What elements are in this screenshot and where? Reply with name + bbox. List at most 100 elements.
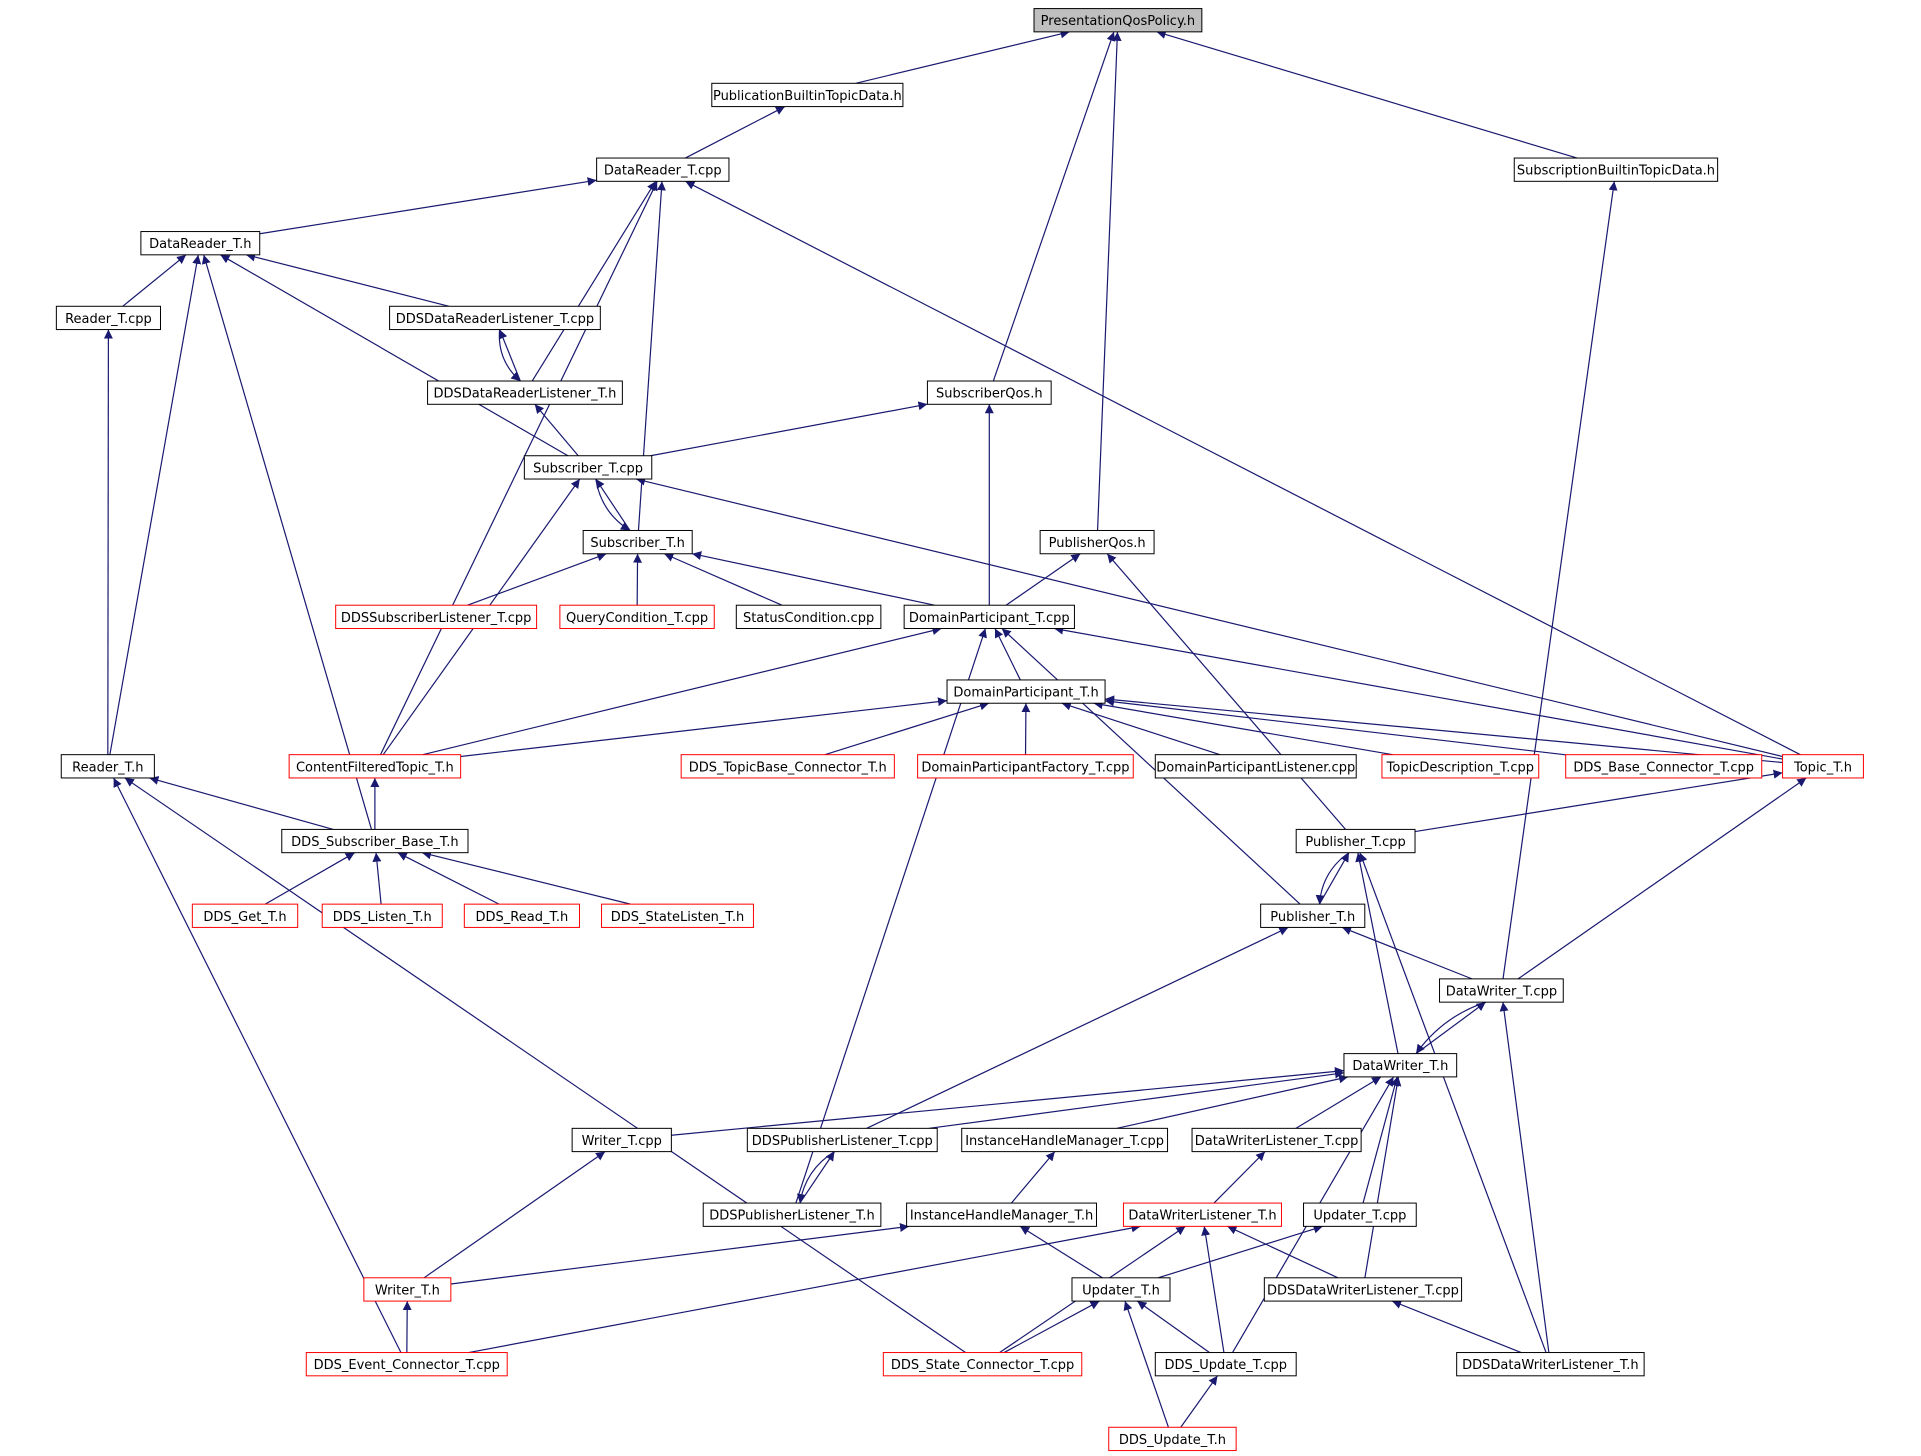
edge-pubh-to-dpcpp [1001, 628, 1301, 905]
edge-td-to-dph [1093, 700, 1393, 756]
node-label: DomainParticipant_T.h [953, 686, 1098, 701]
node-box [906, 1202, 1097, 1227]
node-ihmh[interactable]: InstanceHandleManager_T.h [906, 1202, 1097, 1227]
node-subh[interactable]: Subscriber_T.h [582, 529, 693, 555]
node-td[interactable]: TopicDescription_T.cpp [1381, 754, 1540, 779]
node-box [926, 380, 1052, 405]
node-wh[interactable]: Writer_T.h [363, 1277, 452, 1302]
node-ddrlcpp[interactable]: DDSDataReaderListener_T.cpp [389, 305, 601, 331]
node-dpl[interactable]: DomainParticipantListener.cpp [1154, 754, 1357, 779]
node-ddrlh[interactable]: DDSDataReaderListener_T.h [427, 380, 623, 405]
edge-ddssl-to-subh [467, 552, 607, 606]
edge-upcpp-to-dwlh [1201, 1226, 1225, 1353]
edge-wh-to-wcpp [423, 1151, 606, 1279]
node-box [1154, 754, 1357, 779]
node-dwlh[interactable]: DataWriterListener_T.h [1122, 1202, 1282, 1227]
node-read[interactable]: DDS_Read_T.h [463, 903, 580, 928]
node-label: Updater_T.cpp [1313, 1209, 1406, 1224]
edge-subcpp-to-ddrlh [534, 403, 579, 457]
node-pubqos[interactable]: PublisherQos.h [1039, 529, 1155, 555]
edge-ddrlcpp-to-drh [246, 252, 450, 307]
node-dplh[interactable]: DDSPublisherListener_T.h [702, 1202, 882, 1227]
node-label: DDS_StateListen_T.h [611, 910, 744, 925]
node-dwlcpp[interactable]: DataWriterListener_T.cpp [1191, 1127, 1362, 1153]
edge-dwh-to-dwcpp [1415, 1001, 1487, 1055]
node-bc[interactable]: DDS_Base_Connector_T.cpp [1565, 754, 1763, 779]
node-uph[interactable]: DDS_Update_T.h [1108, 1426, 1237, 1452]
node-dwcpp[interactable]: DataWriter_T.cpp [1439, 978, 1564, 1003]
node-label: DDS_Read_T.h [476, 910, 569, 925]
edge-uh-to-ucpp [1158, 1224, 1323, 1279]
node-label: DataReader_T.cpp [604, 164, 722, 179]
edge-cft-to-dph [460, 697, 948, 758]
node-drcpp[interactable]: DataReader_T.cpp [596, 157, 730, 182]
node-ddssl[interactable]: DDSSubscriberListener_T.cpp [335, 604, 538, 629]
edge-slisten-to-sbase [421, 850, 631, 905]
edge-dph-to-dpcpp [994, 628, 1021, 681]
node-dplcpp[interactable]: DDSPublisherListener_T.cpp [746, 1127, 938, 1153]
edge-dwcpp-to-dwh [1415, 1001, 1486, 1054]
node-topic[interactable]: Topic_T.h [1782, 754, 1864, 779]
node-box [903, 604, 1075, 629]
node-label: Updater_T.h [1082, 1283, 1160, 1298]
node-scn[interactable]: DDS_State_Connector_T.cpp [882, 1352, 1083, 1377]
node-rh[interactable]: Reader_T.h [60, 754, 155, 779]
node-upcpp[interactable]: DDS_Update_T.cpp [1154, 1352, 1297, 1377]
edge-get-to-sbase [264, 852, 355, 905]
edge-sbase-to-drh [201, 254, 373, 830]
node-box [55, 305, 161, 331]
node-box [1343, 1053, 1458, 1078]
node-slisten[interactable]: DDS_StateListen_T.h [601, 903, 754, 928]
node-box [711, 82, 904, 108]
node-rcpp[interactable]: Reader_T.cpp [55, 305, 161, 331]
node-ihmcpp[interactable]: InstanceHandleManager_T.cpp [961, 1127, 1169, 1153]
node-dph[interactable]: DomainParticipant_T.h [946, 679, 1106, 704]
node-label: DomainParticipant_T.cpp [909, 611, 1070, 626]
edge-ddwlh-to-dwcpp [1499, 1002, 1550, 1353]
node-dwh[interactable]: DataWriter_T.h [1343, 1053, 1458, 1078]
node-pubbt[interactable]: PublicationBuiltinTopicData.h [711, 82, 904, 108]
node-label: InstanceHandleManager_T.h [910, 1209, 1093, 1224]
node-uh[interactable]: Updater_T.h [1071, 1277, 1171, 1302]
edge-read-to-sbase [397, 852, 500, 905]
node-label: DDS_Base_Connector_T.cpp [1573, 760, 1754, 775]
node-label: DomainParticipantFactory_T.cpp [921, 760, 1129, 775]
node-ecn[interactable]: DDS_Event_Connector_T.cpp [305, 1352, 508, 1377]
node-label: SubscriberQos.h [936, 387, 1043, 402]
node-pubh[interactable]: Publisher_T.h [1260, 903, 1366, 928]
node-drh[interactable]: DataReader_T.h [140, 231, 261, 256]
node-pubcpp[interactable]: Publisher_T.cpp [1295, 828, 1416, 854]
node-get[interactable]: DDS_Get_T.h [191, 903, 299, 928]
node-ddwlh[interactable]: DDSDataWriterListener_T.h [1456, 1352, 1645, 1377]
edge-dpcpp-to-subh [692, 551, 935, 606]
node-label: DomainParticipantListener.cpp [1156, 760, 1355, 775]
node-cft[interactable]: ContentFilteredTopic_T.h [288, 754, 462, 779]
node-dpf[interactable]: DomainParticipantFactory_T.cpp [917, 754, 1134, 779]
edge-ddwlcpp-to-dwlh [1227, 1225, 1339, 1279]
node-box [140, 231, 261, 256]
node-wcpp[interactable]: Writer_T.cpp [571, 1127, 672, 1153]
node-box [961, 1127, 1169, 1153]
node-root[interactable]: PresentationQosPolicy.h [1033, 8, 1203, 33]
edge-sbase-to-rh [149, 776, 334, 830]
node-sbase[interactable]: DDS_Subscriber_Base_T.h [281, 828, 469, 854]
edge-pubbt-to-root [855, 29, 1070, 84]
node-box [191, 903, 299, 928]
edge-pubqos-to-root [1096, 31, 1122, 531]
node-sc[interactable]: StatusCondition.cpp [735, 604, 882, 629]
edge-uh-to-ihmh [1019, 1225, 1103, 1279]
node-ucpp[interactable]: Updater_T.cpp [1303, 1202, 1417, 1227]
node-subqos[interactable]: SubscriberQos.h [926, 380, 1052, 405]
node-label: DDS_State_Connector_T.cpp [891, 1358, 1074, 1373]
node-qc[interactable]: QueryCondition_T.cpp [559, 604, 715, 629]
node-listen[interactable]: DDS_Listen_T.h [321, 903, 443, 928]
node-subcpp[interactable]: Subscriber_T.cpp [523, 455, 653, 480]
node-box [60, 754, 155, 779]
node-dpcpp[interactable]: DomainParticipant_T.cpp [903, 604, 1075, 629]
node-ddwlcpp[interactable]: DDSDataWriterListener_T.cpp [1263, 1277, 1463, 1302]
node-tbc[interactable]: DDS_TopicBase_Connector_T.h [680, 754, 895, 779]
node-box [1071, 1277, 1171, 1302]
node-subbt[interactable]: SubscriptionBuiltinTopicData.h [1513, 157, 1719, 182]
edge-dpl-to-dph [1061, 701, 1221, 756]
